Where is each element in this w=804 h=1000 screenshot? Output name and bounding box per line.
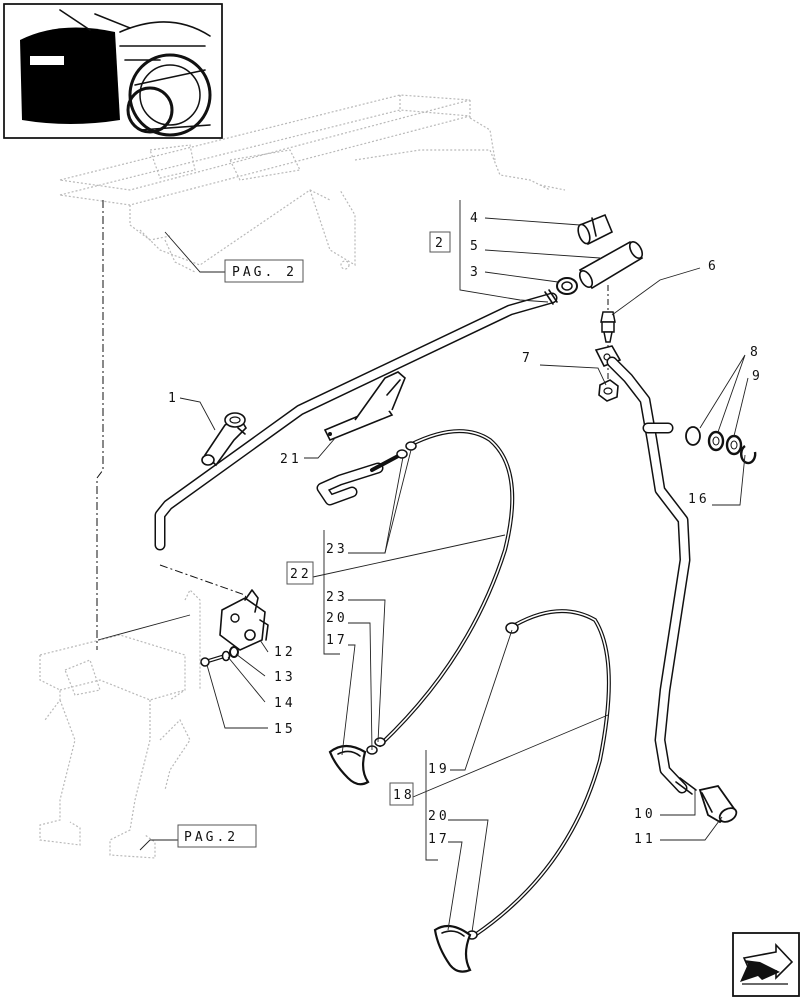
handle-17-upper[interactable]: [328, 744, 370, 786]
label-20-lower: 20: [428, 809, 450, 824]
knob-11[interactable]: [698, 784, 739, 825]
handle-17-lower[interactable]: [433, 924, 472, 973]
latch-12[interactable]: [219, 589, 269, 651]
label-5: 5: [470, 239, 481, 254]
washer-14[interactable]: [221, 650, 231, 662]
label-17-lower: 17: [428, 832, 450, 847]
svg-text:PAG.2: PAG.2: [184, 830, 238, 845]
group-box-22[interactable]: 22: [286, 561, 314, 585]
label-9: 9: [752, 369, 763, 384]
group-box-2[interactable]: 2: [429, 231, 451, 253]
washer-9[interactable]: [725, 434, 743, 456]
washer-8[interactable]: [685, 426, 701, 446]
label-1: 1: [168, 391, 179, 406]
lower-bracket-ghost: [39, 588, 201, 859]
label-8: 8: [750, 345, 761, 360]
group-box-18[interactable]: 18: [389, 782, 415, 806]
label-23-lower: 23: [326, 590, 348, 605]
label-6: 6: [708, 259, 719, 274]
label-10: 10: [634, 807, 656, 822]
label-15: 15: [274, 722, 296, 737]
leader-lines: [139, 200, 749, 933]
bracket-21[interactable]: [323, 371, 406, 442]
label-7: 7: [522, 351, 533, 366]
next-page-arrow-icon[interactable]: [732, 932, 800, 997]
cable-18[interactable]: [466, 609, 611, 940]
label-12: 12: [274, 645, 296, 660]
valve-6[interactable]: [600, 311, 616, 343]
control-rod-2[interactable]: [154, 289, 558, 551]
tractor-thumbnail-icon[interactable]: [3, 3, 223, 139]
sleeve-5[interactable]: [577, 240, 645, 290]
svg-text:22: 22: [290, 567, 312, 582]
washer-13[interactable]: [229, 646, 239, 658]
svg-text:18: 18: [393, 788, 415, 803]
linkage-dashdot-line: [96, 200, 104, 650]
ref-pag-top[interactable]: PAG. 2: [224, 259, 304, 283]
bushing-3[interactable]: [556, 277, 578, 295]
svg-text:2: 2: [435, 236, 446, 251]
label-4: 4: [470, 211, 481, 226]
label-19: 19: [428, 762, 450, 777]
label-3: 3: [470, 265, 481, 280]
circlip-16[interactable]: [739, 444, 757, 465]
label-14: 14: [274, 696, 296, 711]
cap-4[interactable]: [576, 213, 614, 246]
label-11: 11: [634, 832, 656, 847]
lever-10[interactable]: [594, 345, 697, 795]
nut-7[interactable]: [598, 379, 619, 402]
cable-22[interactable]: [366, 429, 515, 755]
label-20-upper: 20: [326, 611, 348, 626]
hook-rod[interactable]: [316, 462, 384, 506]
label-23-upper: 23: [326, 542, 348, 557]
svg-text:PAG. 2: PAG. 2: [232, 265, 297, 280]
clamp-1[interactable]: [201, 412, 248, 467]
label-16: 16: [688, 492, 710, 507]
chassis-frame-ghost: [59, 94, 566, 273]
ref-pag-bottom[interactable]: PAG.2: [177, 824, 257, 848]
part-labels: 4 5 3 6 7 8 9 16 1 21 23 23 20 17 12 13 …: [168, 211, 763, 847]
label-17-upper: 17: [326, 633, 348, 648]
label-21: 21: [280, 452, 302, 467]
washer-8b[interactable]: [707, 430, 725, 452]
label-13: 13: [274, 670, 296, 685]
